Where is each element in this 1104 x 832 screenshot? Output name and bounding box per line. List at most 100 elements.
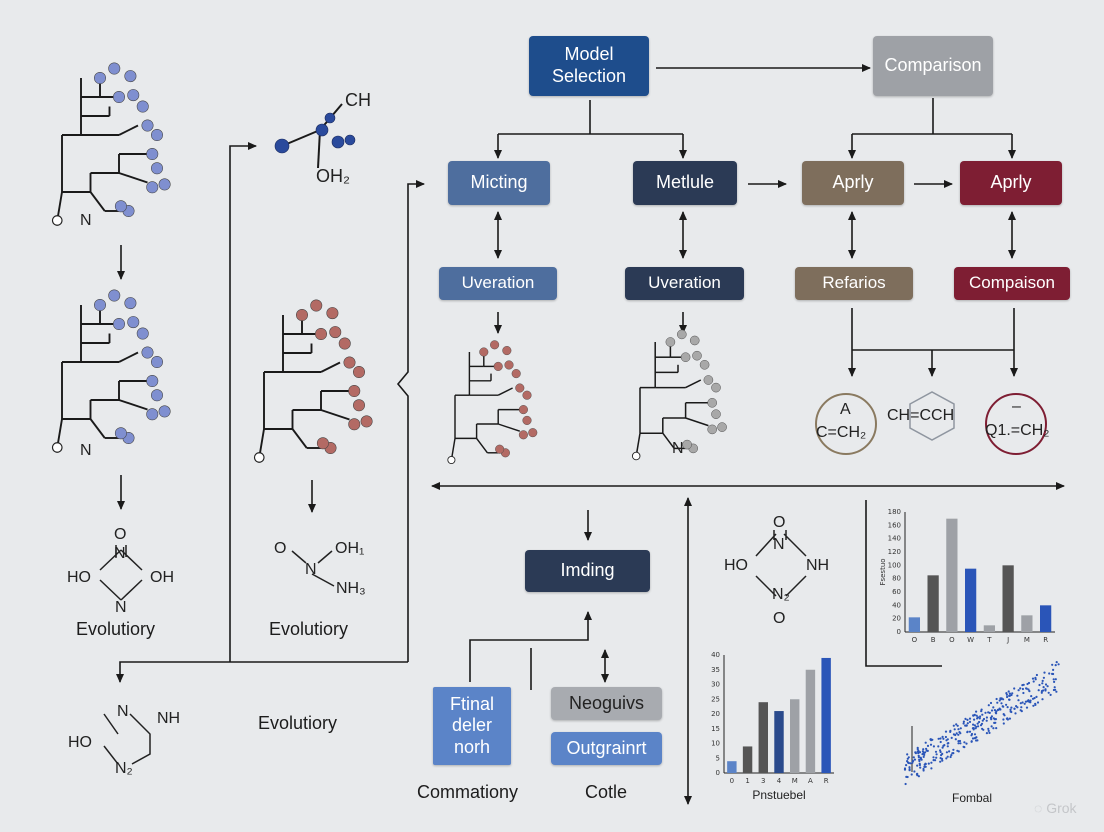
- chart1-ytick: 35: [711, 666, 720, 674]
- scatter-point: [917, 756, 921, 759]
- scatter-point: [964, 717, 967, 721]
- refarios-box[interactable]: Refarios: [795, 267, 913, 300]
- scatter-point: [1035, 673, 1038, 677]
- tree-4-atom: [490, 340, 500, 350]
- connector-final-to-imding: [469, 611, 592, 682]
- scatter-point: [978, 717, 981, 720]
- tree-1-atom: [127, 89, 140, 102]
- chart1-ytick: 5: [716, 754, 720, 762]
- chart1-bar: [774, 711, 784, 773]
- tree-3-atom: [296, 309, 308, 321]
- scatter-point: [973, 737, 976, 740]
- scatter-point: [963, 741, 966, 744]
- scatter-point: [906, 757, 909, 760]
- scatter-point: [950, 754, 953, 757]
- tree-2-atom: [108, 289, 121, 302]
- scatter-point: [941, 746, 944, 749]
- scatter-point: [992, 706, 995, 709]
- model-selection-box[interactable]: Model Selection: [529, 36, 649, 96]
- final-box[interactable]: Ftinal deler norh: [433, 687, 511, 765]
- scatter-point: [903, 767, 907, 770]
- chart2-ytick: 160: [888, 521, 901, 529]
- tree-1-atom: [146, 181, 159, 194]
- tree-4-atom: [515, 383, 525, 393]
- tree-1-atom: [136, 100, 149, 113]
- outgrainrt-box[interactable]: Outgrainrt: [551, 732, 662, 765]
- scatter-point: [932, 756, 935, 759]
- scatter-point: [916, 748, 919, 751]
- metlule-box[interactable]: Metlule: [633, 161, 737, 205]
- micting-box[interactable]: Micting: [448, 161, 550, 205]
- tree-4-atom: [518, 430, 528, 440]
- tree-4-atom: [447, 455, 456, 465]
- scatter-point: [992, 727, 995, 730]
- scatter-point: [980, 722, 984, 725]
- aprly-box-1[interactable]: Aprly: [802, 161, 904, 205]
- ring1-formula: C=CH₂: [816, 424, 867, 441]
- scatter-point: [937, 737, 940, 740]
- scatter-point: [925, 749, 928, 752]
- scatter-point: [972, 714, 975, 717]
- tree-5-atom: [711, 409, 721, 419]
- uveration-box-1[interactable]: Uveration: [439, 267, 557, 300]
- tree3-n-label: N: [672, 440, 684, 457]
- neoguivs-box[interactable]: Neoguivs: [551, 687, 662, 720]
- tree-1-atom: [158, 178, 171, 191]
- tree-3-atom: [329, 326, 342, 339]
- comparison-top-box[interactable]: Comparison: [873, 36, 993, 96]
- chart2-bar: [927, 575, 939, 632]
- mol4-o: O: [773, 514, 786, 531]
- tree-3-atom: [348, 418, 361, 431]
- mol2-nh3: NH₃: [336, 580, 366, 597]
- scatter-point: [919, 766, 922, 769]
- scatter-point: [1040, 691, 1043, 694]
- tree-5-atom: [707, 424, 717, 435]
- scatter-point: [1030, 695, 1033, 698]
- scatter-point: [1048, 672, 1051, 675]
- scatter-point: [924, 741, 927, 744]
- scatter-point: [1052, 678, 1055, 681]
- scatter-point: [962, 745, 965, 748]
- scatter-point: [996, 708, 1000, 712]
- tree-1-atom: [151, 162, 163, 175]
- chart2-ytick: 20: [892, 615, 901, 623]
- scatter-point: [966, 722, 969, 725]
- compaison-box[interactable]: Compaison: [954, 267, 1070, 300]
- tree-5-atom: [711, 382, 721, 393]
- scatter-point: [973, 718, 976, 721]
- chart1-ytick: 0: [716, 769, 720, 777]
- scatter-point: [915, 773, 919, 776]
- scatter-point: [973, 733, 977, 736]
- scatter-point: [1049, 693, 1052, 697]
- scatter-xlabel: Fombal: [952, 791, 992, 805]
- mol2-n: N: [305, 561, 317, 578]
- ring-3: [985, 393, 1047, 455]
- scatter-point: [998, 699, 1001, 702]
- uveration-box-2[interactable]: Uveration: [625, 267, 744, 300]
- tree2-n-label: N: [80, 442, 92, 459]
- scatter-point: [971, 737, 975, 740]
- tree-5-atom: [689, 335, 700, 346]
- scatter-point: [1017, 699, 1020, 702]
- scatter-point: [939, 757, 942, 760]
- tree-5-atom: [680, 352, 691, 362]
- scatter-point: [1041, 698, 1044, 701]
- connector-model-split: [498, 100, 683, 135]
- mol2-o: O: [274, 540, 287, 557]
- mol4-nh: NH: [806, 557, 830, 574]
- scatter-point: [975, 710, 978, 713]
- scatter-point: [1005, 703, 1008, 706]
- scatter-point: [990, 725, 993, 728]
- aprly-box-2[interactable]: Aprly: [960, 161, 1062, 205]
- scatter-point: [993, 718, 996, 721]
- chart2-xtick: O: [949, 636, 955, 644]
- scatter-point: [939, 749, 942, 752]
- chart2-bar: [965, 568, 977, 632]
- scatter-point: [907, 761, 910, 765]
- evolutiory-label-3: Evolutiory: [258, 713, 338, 733]
- imding-box[interactable]: Imding: [525, 550, 650, 592]
- tree-5-atom: [677, 329, 687, 340]
- chart1-ytick: 15: [711, 725, 720, 733]
- scatter-point: [926, 744, 930, 748]
